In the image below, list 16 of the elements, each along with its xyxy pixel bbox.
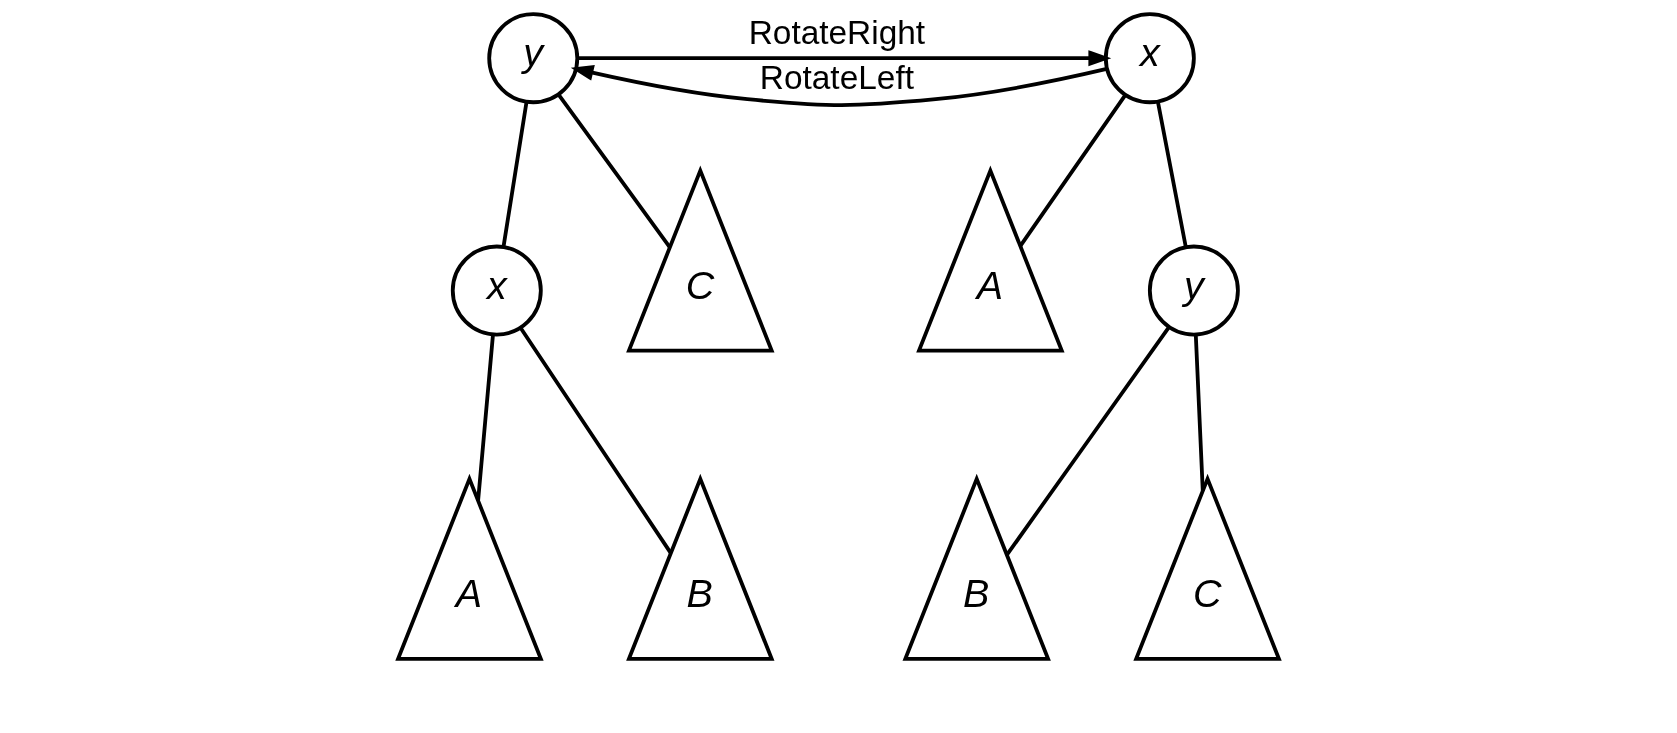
edge-label: RotateLeft (759, 59, 914, 97)
node-circle: x (1103, 12, 1196, 105)
connector (501, 101, 529, 248)
arrow (577, 50, 1112, 67)
connector (1156, 101, 1188, 248)
node-circle: y (1147, 244, 1240, 337)
connector (1005, 326, 1171, 557)
node-circle: x (450, 244, 543, 337)
connector (1018, 93, 1127, 247)
edge-label: RotateRight (748, 13, 926, 51)
connector (1193, 335, 1205, 491)
connector (476, 334, 495, 501)
connector (518, 326, 673, 555)
connector (557, 93, 672, 249)
node-circle: y (487, 12, 580, 105)
arrow (570, 65, 1108, 108)
